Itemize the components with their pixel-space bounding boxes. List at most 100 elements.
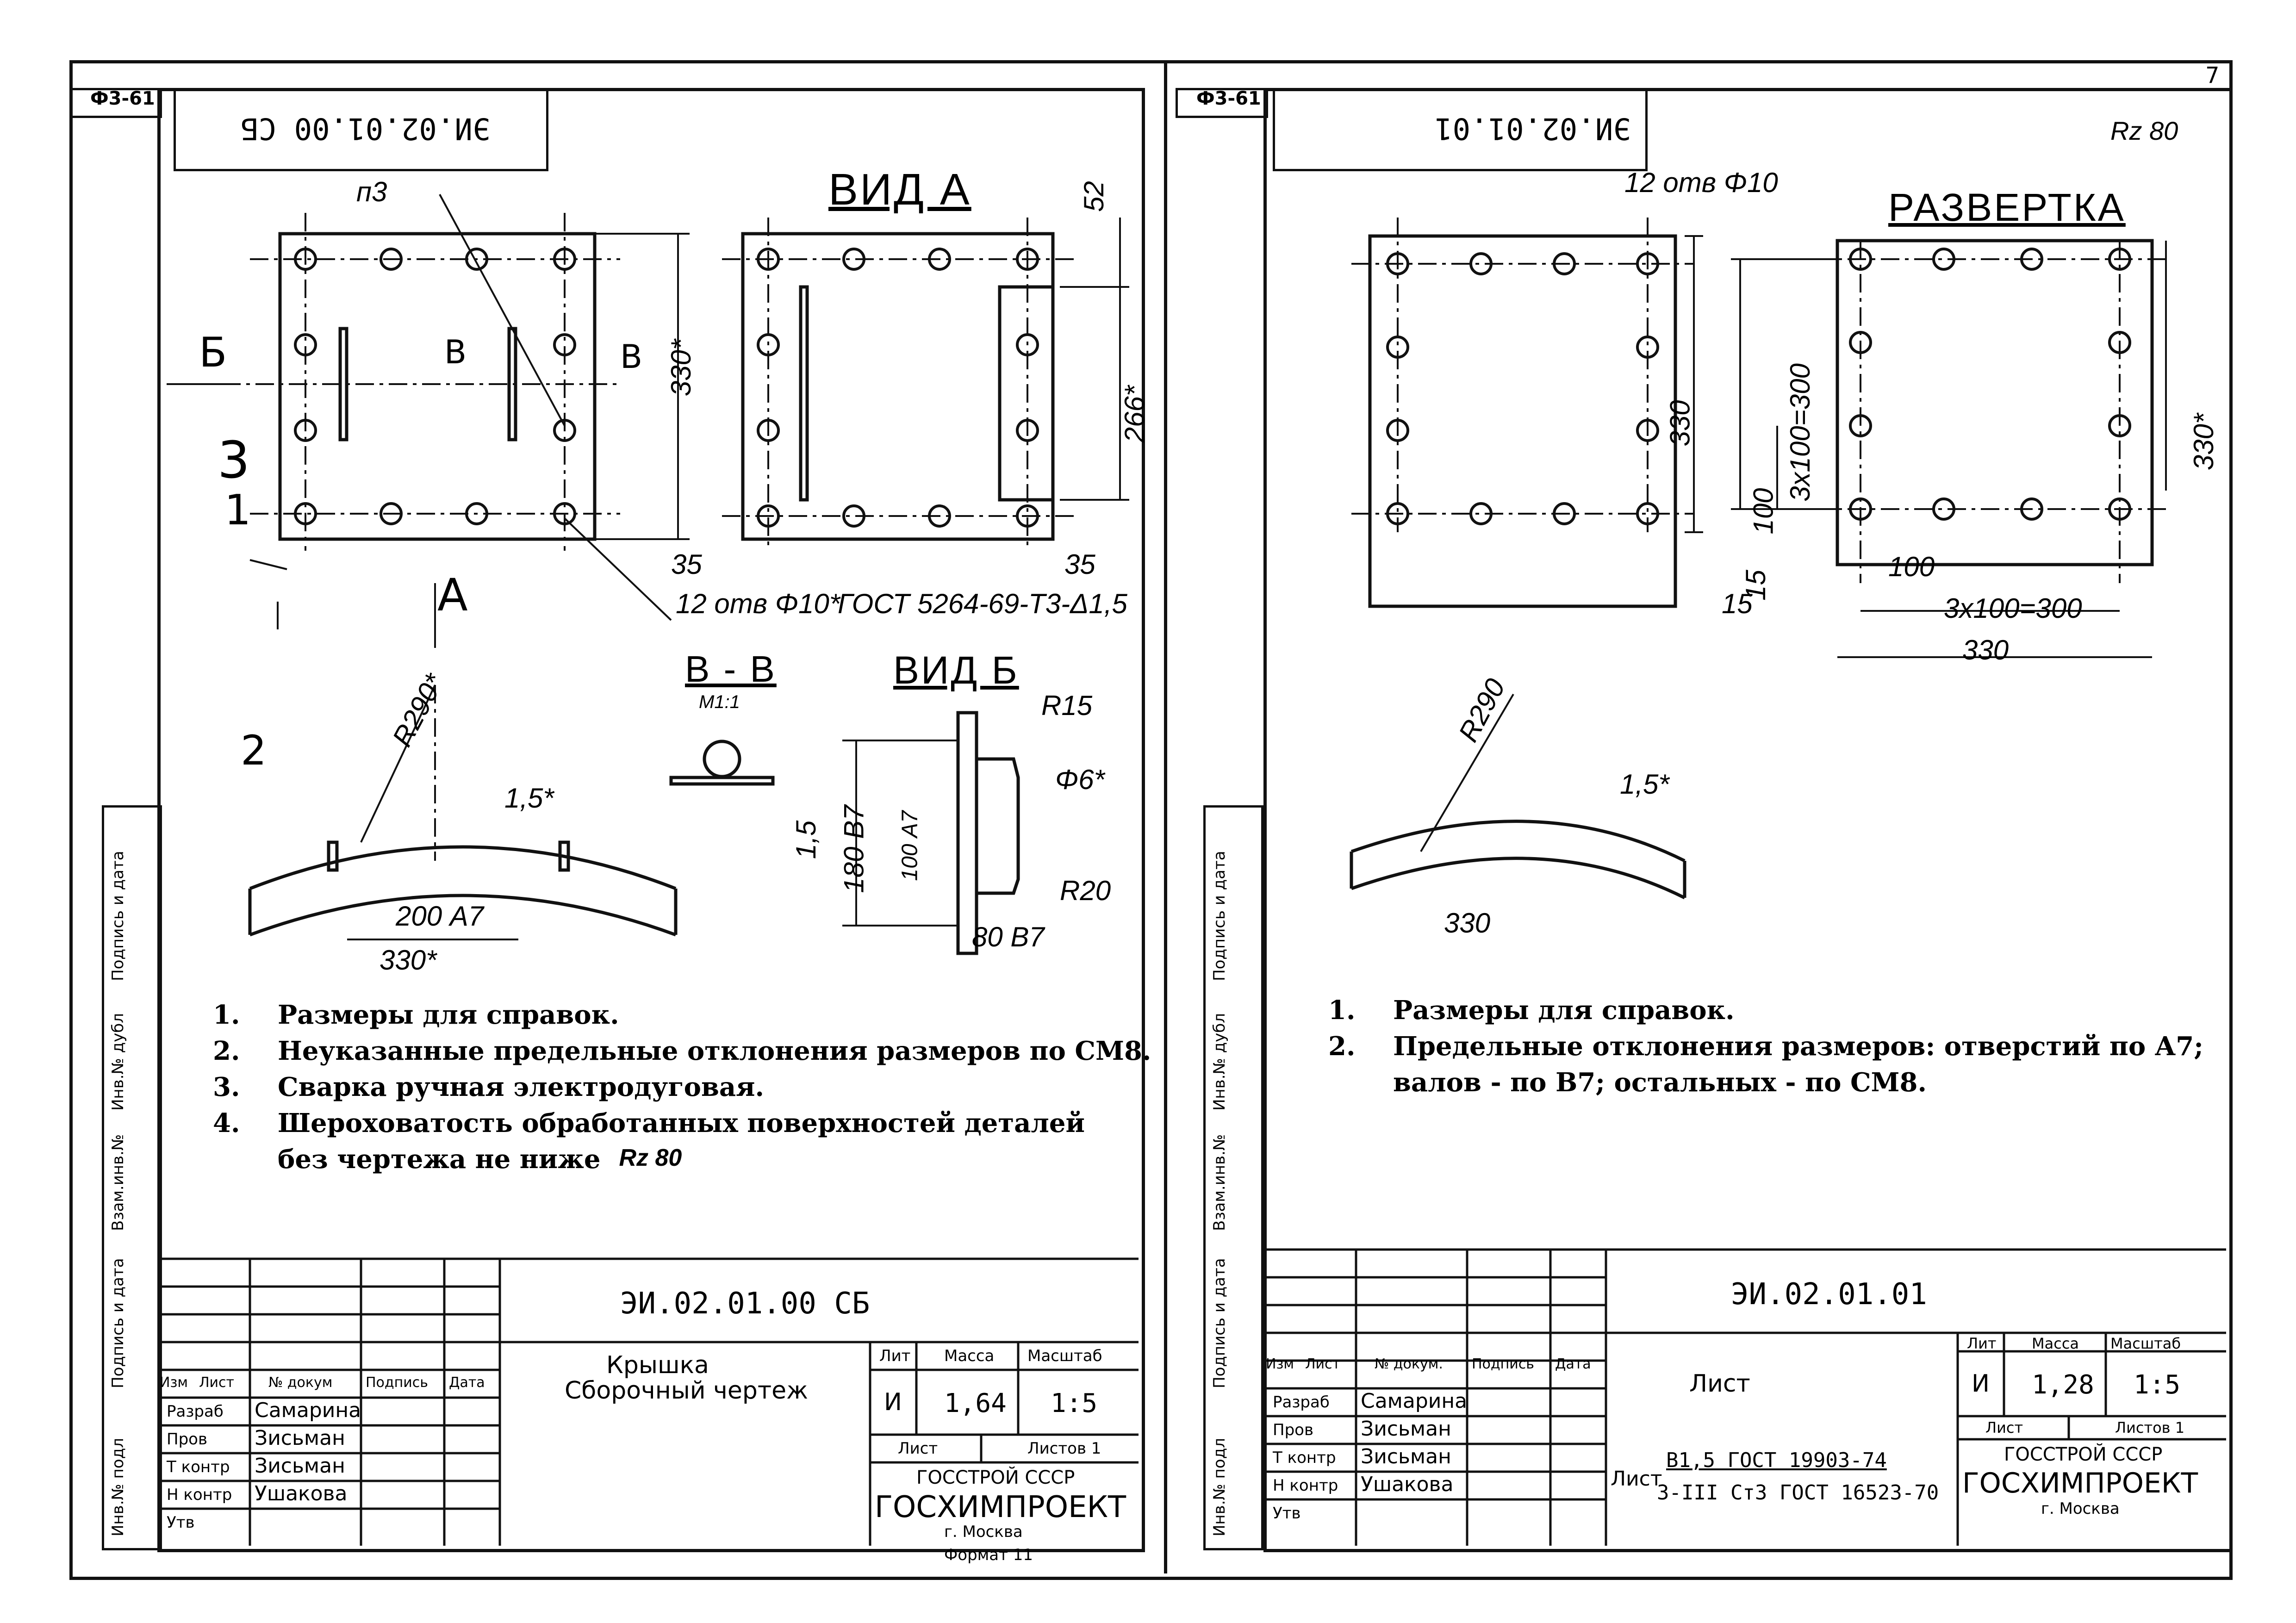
left-tb-name: Крышка	[606, 1351, 709, 1379]
left-tb-lit-label: Лит	[879, 1347, 911, 1365]
right-plan-view	[1351, 218, 1703, 608]
left-tb-subname: Сборочный чертеж	[565, 1377, 808, 1405]
left-tb-sheets-label: Листов 1	[1027, 1439, 1101, 1458]
left-tb-row-3-name: Зисьман	[255, 1454, 345, 1478]
left-ledger-label-5: Инв.№ подл	[109, 1438, 127, 1536]
right-tb-material1: В1,5 ГОСТ 19903-74	[1666, 1449, 1887, 1472]
left-dim-r15: R15	[1041, 690, 1093, 721]
right-drawing-frame	[1263, 88, 2233, 1552]
left-label-3: 3	[218, 430, 250, 490]
left-arc-section	[248, 684, 678, 940]
left-title-scale: М1:1	[699, 692, 740, 712]
left-dim-200: 200 А7	[396, 901, 484, 932]
sheet-divider	[1164, 60, 1167, 1573]
right-tb-material2: 3-III Ст3 ГОСТ 16523-70	[1657, 1481, 1939, 1505]
right-tb-hdr-5: Дата	[1555, 1356, 1591, 1372]
right-tb-hdr-3: № докум.	[1375, 1356, 1443, 1372]
left-label-2: 2	[241, 727, 267, 774]
left-format-code-box	[69, 88, 162, 118]
left-label-v: В	[444, 333, 467, 371]
left-dim-r20: R20	[1060, 875, 1111, 906]
left-tb-hdr-2: Лист	[199, 1374, 235, 1391]
left-dim-35a: 35	[671, 549, 702, 580]
right-tb-name: Лист	[1689, 1370, 1750, 1398]
left-tb-org2: ГОСХИМПРОЕКТ	[875, 1490, 1126, 1524]
right-dim-330c: 330*	[2188, 413, 2220, 471]
left-title-vid-a: ВИД А	[828, 165, 971, 214]
left-tb-format: Формат 11	[944, 1546, 1033, 1564]
left-tb-row-2-name: Зисьман	[255, 1426, 345, 1450]
right-dim-330: 330	[1664, 400, 1696, 447]
left-ledger-label-4: Подпись и дата	[109, 1258, 127, 1388]
left-label-v2: В	[620, 338, 643, 376]
right-tb-row-5-role: Н контр	[1273, 1476, 1338, 1495]
right-tb-mass: 1,28	[2032, 1370, 2094, 1400]
right-ledger-label-1: Подпись и дата	[1210, 851, 1229, 981]
right-dim-holes: 12 отв Φ10	[1624, 167, 1778, 198]
left-title-vid-b: ВИД Б	[893, 648, 1019, 692]
left-tb-hdr-3: № докум	[268, 1374, 333, 1391]
left-tb-hdr-5: Дата	[449, 1374, 485, 1391]
left-tb-scale-label: Масштаб	[1027, 1347, 1102, 1365]
right-tb-hdr-2: Лист	[1305, 1356, 1341, 1372]
left-tb-row-1-name: Самарина	[255, 1399, 361, 1422]
left-tb-mass-label: Масса	[944, 1347, 995, 1365]
left-tb-org1: ГОССТРОЙ СССР	[916, 1467, 1075, 1488]
left-label-n3: п3	[356, 176, 387, 207]
left-dim-15: 1,5*	[504, 783, 554, 814]
right-razvertka	[1731, 239, 2167, 658]
right-dim-100: 100	[1748, 488, 1779, 535]
left-dim-holes: 12 отв Φ10*	[676, 588, 840, 619]
right-tb-material-label: Лист	[1611, 1467, 1662, 1491]
left-ledger-label-2: Инв.№ дубл	[109, 1013, 127, 1111]
left-dim-52: 52	[1078, 181, 1109, 212]
right-titleblock: ЭИ.02.01.01 Лист Лист В1,5 ГОСТ 19903-74…	[1263, 1248, 2226, 1546]
right-tb-hdr-4: Подпись	[1472, 1356, 1534, 1372]
right-doc-stamp-text: ЭИ.02.01.01	[1435, 111, 1631, 145]
left-tb-sheet-label: Лист	[898, 1439, 938, 1458]
right-tb-row-2-name: Зисьман	[1361, 1417, 1451, 1441]
left-label-b: Б	[199, 329, 227, 376]
right-tb-sheet-label: Лист	[1985, 1419, 2023, 1436]
left-tb-row-5-role: Н контр	[167, 1486, 232, 1504]
left-view-b	[842, 711, 1020, 955]
right-title-razv: РАЗВЕРТКА	[1888, 186, 2126, 229]
left-tb-lit: И	[884, 1388, 902, 1416]
left-dim-gost: ГОСТ 5264-69-Т3-Δ1,5	[838, 588, 1127, 619]
left-dim-330: 330*	[666, 339, 697, 397]
right-tb-hdr-1: Изм	[1266, 1356, 1294, 1372]
left-tb-row-2-role: Пров	[167, 1430, 207, 1449]
left-dim-266: 266*	[1119, 385, 1151, 443]
left-dim-100: 100 А7	[897, 810, 922, 881]
right-tb-mass-label: Масса	[2032, 1335, 2079, 1352]
left-section-vv	[669, 740, 775, 786]
left-tb-row-1-role: Разраб	[167, 1402, 224, 1421]
left-title-vv: В - В	[685, 648, 777, 690]
left-notes: 1.Размеры для справок. 2.Неуказанные пре…	[213, 1000, 1151, 1175]
left-tb-row-6-role: Утв	[167, 1513, 195, 1532]
right-dim-3x100b: 3x100=300	[1944, 593, 2082, 624]
right-ledger-label-3: Взам.инв.№	[1210, 1134, 1229, 1231]
left-tb-city: г. Москва	[944, 1523, 1023, 1541]
left-dim-80: 80 В7	[972, 921, 1045, 952]
right-tb-org2: ГОСХИМПРОЕКТ	[1962, 1467, 2198, 1499]
left-format-code: Ф3-61	[90, 88, 155, 109]
right-arc-section	[1350, 693, 1686, 900]
plate-outline	[278, 232, 597, 541]
right-tb-org1: ГОССТРОЙ СССР	[2004, 1444, 2163, 1465]
right-doc-stamp-box	[1273, 88, 1648, 171]
right-dim-15c: 1,5*	[1620, 769, 1669, 800]
right-tb-row-1-role: Разраб	[1273, 1393, 1330, 1412]
right-tb-sheets-label: Листов 1	[2115, 1419, 2185, 1436]
right-tb-lit-label: Лит	[1967, 1335, 1997, 1352]
left-tb-mass: 1,64	[944, 1388, 1007, 1418]
left-doc-stamp-box	[174, 88, 548, 171]
left-tb-scale: 1:5	[1051, 1388, 1098, 1418]
right-dim-15b: 15	[1722, 588, 1753, 619]
left-titleblock: ЭИ.02.01.00 СБ Крышка Сборочный чертеж Л…	[157, 1257, 1139, 1564]
left-dim-330b: 330*	[380, 945, 437, 976]
right-notes: 1.Размеры для справок. 2.Предельные откл…	[1328, 995, 2203, 1098]
right-roughness: Rz 80	[2110, 116, 2178, 145]
left-dim-d6: Φ6*	[1055, 764, 1105, 795]
left-tb-hdr-4: Подпись	[366, 1374, 428, 1391]
